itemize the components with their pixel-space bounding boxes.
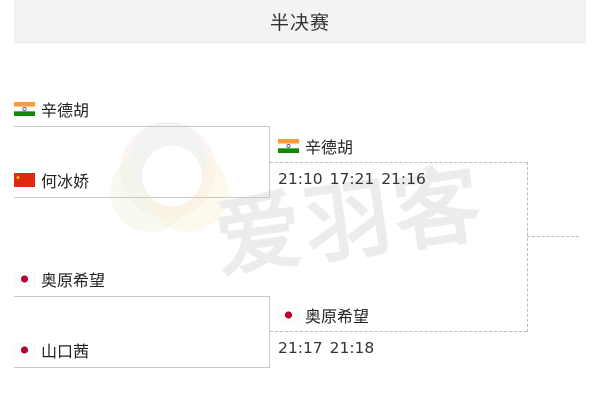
- player-name: 山口茜: [41, 342, 90, 361]
- semi1-player-top[interactable]: 辛德胡: [14, 95, 89, 123]
- match-score: 21:10 17:21 21:16: [278, 170, 426, 188]
- champion-dashed-line: [527, 236, 579, 237]
- india-flag-icon: [14, 102, 35, 116]
- semi2-player-bottom[interactable]: 山口茜: [14, 336, 89, 364]
- final-dashed-connector: [527, 162, 528, 332]
- final-player-bottom[interactable]: 奥原希望: [278, 301, 369, 329]
- round-title: 半决赛: [269, 11, 330, 34]
- bracket-connector: [269, 126, 270, 198]
- semi1-player-bottom[interactable]: 何冰娇: [14, 166, 89, 194]
- bracket-connector: [269, 296, 270, 368]
- japan-flag-icon: [14, 343, 35, 357]
- japan-flag-icon: [14, 272, 35, 286]
- japan-flag-icon: [278, 308, 299, 322]
- player-name: 何冰娇: [41, 172, 90, 191]
- final-dashed-line: [270, 162, 527, 163]
- final-dashed-line: [270, 331, 527, 332]
- china-flag-icon: [14, 173, 35, 187]
- bracket-line: [14, 296, 269, 297]
- match-score: 21:17 21:18: [278, 339, 375, 357]
- player-name: 奥原希望: [41, 271, 106, 290]
- bracket-line: [14, 197, 269, 198]
- bracket-line: [14, 367, 269, 368]
- player-name: 辛德胡: [305, 138, 354, 157]
- round-header: 半决赛: [14, 0, 586, 43]
- india-flag-icon: [278, 139, 299, 153]
- final-player-top[interactable]: 辛德胡: [278, 132, 353, 160]
- player-name: 辛德胡: [41, 101, 90, 120]
- semi2-player-top[interactable]: 奥原希望: [14, 265, 105, 293]
- bracket-line: [14, 126, 269, 127]
- player-name: 奥原希望: [305, 307, 370, 326]
